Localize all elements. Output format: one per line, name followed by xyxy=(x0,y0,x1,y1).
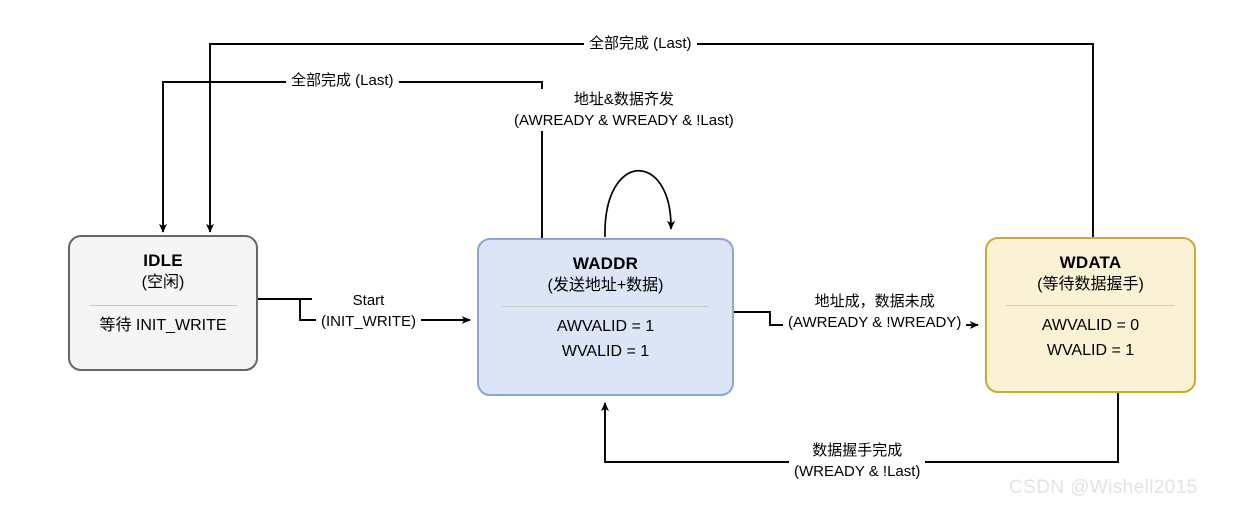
state-idle-subtitle: (空闲) xyxy=(141,274,185,291)
state-node-wdata[interactable]: WDATA (等待数据握手) AWVALID = 0 WVALID = 1 xyxy=(985,237,1196,393)
watermark-text: CSDN @Wishell2015 xyxy=(1009,477,1198,498)
edge-label-wdata-to-idle: 全部完成 (Last) xyxy=(584,33,697,54)
state-waddr-divider xyxy=(501,306,710,307)
state-waddr-subtitle: (发送地址+数据) xyxy=(547,277,664,294)
edge-label-wdata-to-waddr-line2: (WREADY & !Last) xyxy=(794,463,921,480)
state-node-waddr[interactable]: WADDR (发送地址+数据) AWVALID = 1 WVALID = 1 xyxy=(477,238,734,396)
state-idle-divider xyxy=(88,305,238,306)
state-idle-title: IDLE xyxy=(143,251,183,270)
edge-label-waddr-to-wdata: 地址成，数据未成 (AWREADY & !WREADY) xyxy=(783,291,967,333)
edge-label-waddr-self-loop-line2: (AWREADY & WREADY & !Last) xyxy=(514,112,734,129)
edge-label-idle-to-waddr-line1: Start xyxy=(352,292,385,309)
state-wdata-divider xyxy=(1005,305,1176,306)
edge-label-waddr-to-idle-line1: 全部完成 (Last) xyxy=(291,72,394,89)
state-waddr-body: AWVALID = 1 WVALID = 1 xyxy=(557,314,654,364)
edge-label-waddr-self-loop-line1: 地址&数据齐发 xyxy=(573,91,674,108)
state-wdata-subtitle: (等待数据握手) xyxy=(1037,276,1144,293)
state-idle-body: 等待 INIT_WRITE xyxy=(99,317,227,334)
edge-label-waddr-to-wdata-line2: (AWREADY & !WREADY) xyxy=(788,314,962,331)
edge-label-waddr-to-wdata-line1: 地址成，数据未成 xyxy=(814,293,935,310)
state-wdata-body: AWVALID = 0 WVALID = 1 xyxy=(1042,313,1139,363)
state-waddr-signal-awvalid: AWVALID = 1 xyxy=(556,318,655,335)
edge-label-waddr-self-loop: 地址&数据齐发 (AWREADY & WREADY & !Last) xyxy=(509,89,739,131)
state-wdata-signal-wvalid: WVALID = 1 xyxy=(1046,342,1135,359)
edge-label-wdata-to-waddr: 数据握手完成 (WREADY & !Last) xyxy=(789,440,926,482)
state-node-idle[interactable]: IDLE (空闲) 等待 INIT_WRITE xyxy=(68,235,258,371)
edge-waddr-self-loop xyxy=(604,169,676,238)
state-waddr-signal-wvalid: WVALID = 1 xyxy=(561,343,650,360)
state-wdata-signal-awvalid: AWVALID = 0 xyxy=(1041,317,1140,334)
edge-waddr-to-idle xyxy=(159,81,543,238)
edge-label-wdata-to-idle-line1: 全部完成 (Last) xyxy=(589,35,692,52)
edge-label-waddr-to-idle: 全部完成 (Last) xyxy=(286,70,399,91)
state-waddr-title: WADDR xyxy=(572,254,639,273)
edge-label-wdata-to-waddr-line1: 数据握手完成 xyxy=(812,442,903,459)
state-wdata-title: WDATA xyxy=(1059,253,1122,272)
edge-label-idle-to-waddr-line2: (INIT_WRITE) xyxy=(321,313,416,330)
edge-label-idle-to-waddr: Start (INIT_WRITE) xyxy=(316,290,421,332)
